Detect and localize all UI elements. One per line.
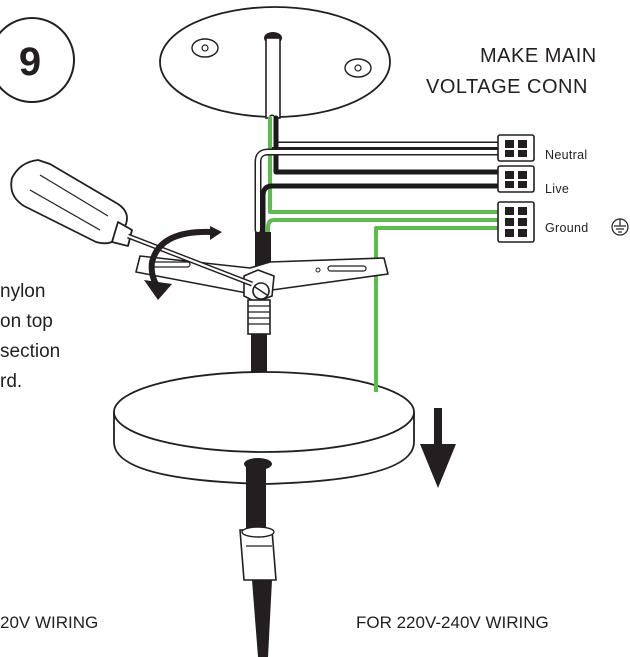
lamp-cord xyxy=(239,464,277,657)
plate-conduit xyxy=(265,37,281,119)
threaded-nipple xyxy=(247,299,271,335)
connector-live xyxy=(497,165,535,193)
heading-line-1: MAKE MAIN xyxy=(480,45,597,67)
footer-left-label: 20V WIRING xyxy=(0,613,98,632)
step-number: 9 xyxy=(19,40,41,84)
down-arrow-icon xyxy=(420,408,456,488)
connector-neutral xyxy=(497,134,535,162)
rotate-arrow-icon xyxy=(144,226,222,300)
supply-wires xyxy=(268,114,504,214)
instruction-line-2: on top xyxy=(0,311,53,332)
heading-line-2: VOLTAGE CONN xyxy=(426,76,588,98)
canopy xyxy=(113,371,415,485)
connector-label-live: Live xyxy=(545,182,569,196)
screwdriver-icon xyxy=(10,159,253,287)
step-badge: 9 xyxy=(0,17,75,103)
lamp-wires xyxy=(254,148,504,392)
instruction-line-4: rd. xyxy=(0,371,22,392)
connector-ground xyxy=(497,201,535,243)
instruction-line-1: nylon xyxy=(0,281,45,302)
connector-label-ground: Ground xyxy=(545,221,589,235)
ground-symbol-icon xyxy=(611,218,629,236)
connector-label-neutral: Neutral xyxy=(545,148,587,162)
instruction-line-3: section xyxy=(0,341,60,362)
footer-right-label: FOR 220V-240V WIRING xyxy=(356,613,549,632)
upper-cord xyxy=(255,232,271,266)
